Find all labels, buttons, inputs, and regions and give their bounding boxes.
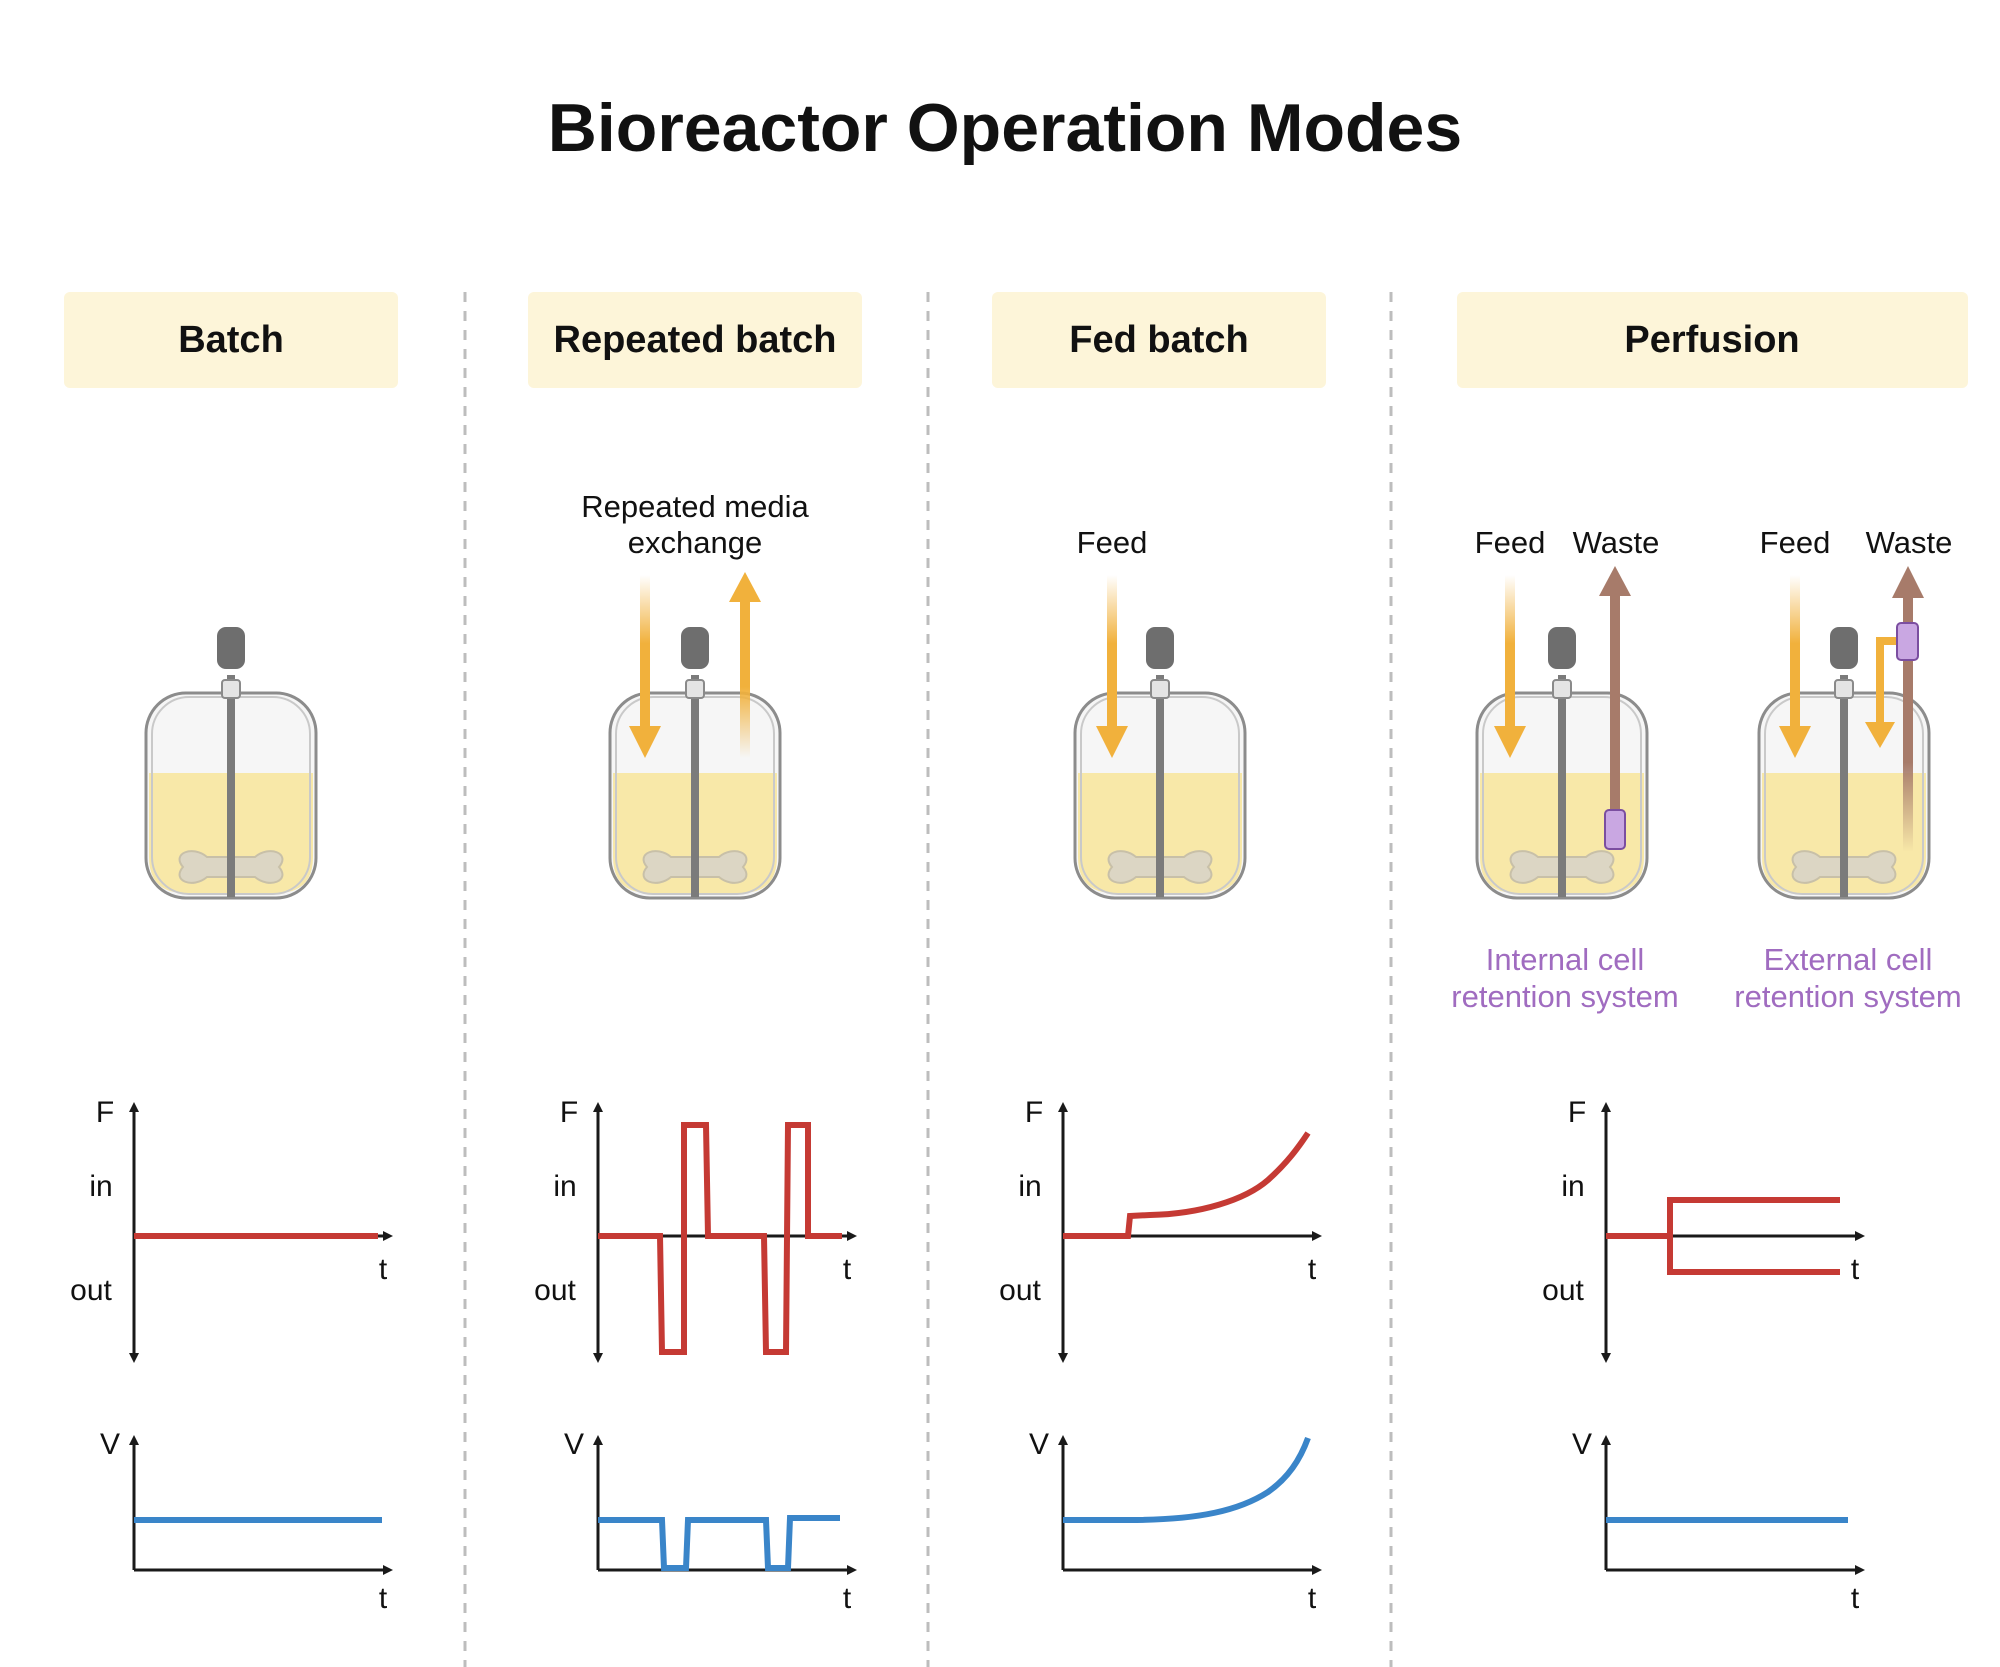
external-retention-label-line1: External cell — [1764, 942, 1933, 977]
volume-chart-batch: V t — [100, 1428, 393, 1615]
flow-in-label: in — [89, 1170, 112, 1203]
external-feed-arrow — [1779, 575, 1811, 758]
internal-retention-device — [1604, 809, 1626, 850]
bioreactor-repeated-batch — [608, 625, 782, 900]
header-repeated-batch-label: Repeated batch — [554, 319, 837, 361]
volume-y-label: V — [1572, 1428, 1592, 1461]
flow-out-label: out — [999, 1274, 1041, 1307]
external-waste-arrow — [1892, 566, 1924, 852]
volume-x-label: t — [1308, 1582, 1317, 1615]
volume-line — [1063, 1436, 1311, 1523]
bioreactor-batch — [144, 625, 318, 900]
repeated-exchange-label-line2: exchange — [628, 525, 762, 560]
flow-line-out — [1667, 1236, 1840, 1275]
perfusion-internal-feed-label: Feed — [1475, 525, 1546, 560]
volume-y-label: V — [100, 1428, 120, 1461]
perfusion-external-waste-label: Waste — [1866, 525, 1953, 560]
header-fed-batch-box — [992, 292, 1326, 388]
internal-feed-arrow — [1494, 575, 1526, 758]
header-perfusion-box — [1457, 292, 1968, 388]
flow-line — [598, 1122, 842, 1355]
header-fed-batch: Fed batch — [992, 292, 1326, 388]
volume-line — [598, 1515, 840, 1571]
flow-line — [1063, 1131, 1311, 1239]
flow-in-label: in — [1561, 1170, 1584, 1203]
volume-chart-repeated-batch: V t — [564, 1428, 857, 1615]
header-fed-batch-label: Fed batch — [1069, 319, 1248, 361]
internal-retention-label-line1: Internal cell — [1486, 942, 1645, 977]
flow-chart-repeated-batch: F in out t — [534, 1096, 857, 1363]
volume-y-label: V — [564, 1428, 584, 1461]
header-perfusion-label: Perfusion — [1624, 319, 1799, 361]
header-perfusion: Perfusion — [1457, 292, 1968, 388]
perfusion-external-feed-label: Feed — [1760, 525, 1831, 560]
media-in-arrow — [629, 575, 661, 758]
perfusion-internal-waste-label: Waste — [1573, 525, 1660, 560]
flow-x-label: t — [1308, 1253, 1317, 1286]
internal-retention-label-line2: retention system — [1451, 979, 1678, 1014]
media-out-arrow — [729, 572, 761, 758]
header-batch-box — [64, 292, 398, 388]
flow-chart-fed-batch: F in out t — [999, 1096, 1322, 1363]
external-retention-label-line2: retention system — [1734, 979, 1961, 1014]
flow-out-label: out — [70, 1274, 112, 1307]
flow-in-label: in — [1018, 1170, 1041, 1203]
flow-y-label: F — [1025, 1096, 1043, 1129]
bioreactor-fed-batch — [1073, 625, 1247, 900]
volume-x-label: t — [379, 1582, 388, 1615]
flow-chart-batch: F in out t — [70, 1096, 393, 1363]
column-dividers — [463, 292, 1393, 1667]
header-repeated-batch-box — [528, 292, 862, 388]
flow-line-in — [1606, 1197, 1840, 1239]
page-title: Bioreactor Operation Modes — [548, 90, 1462, 166]
external-retention-device — [1896, 622, 1919, 661]
flow-chart-perfusion: F in out t — [1542, 1096, 1865, 1363]
fed-batch-feed-label: Feed — [1077, 525, 1148, 560]
volume-x-label: t — [843, 1582, 852, 1615]
flow-y-label: F — [1568, 1096, 1586, 1129]
volume-y-label: V — [1029, 1428, 1049, 1461]
volume-chart-perfusion: V t — [1572, 1428, 1865, 1615]
fed-batch-feed-arrow — [1096, 575, 1128, 758]
volume-x-label: t — [1851, 1582, 1860, 1615]
repeated-exchange-label-line1: Repeated media — [581, 489, 809, 524]
flow-x-label: t — [379, 1253, 388, 1286]
header-batch: Batch — [64, 292, 398, 388]
flow-in-label: in — [553, 1170, 576, 1203]
flow-x-label: t — [1851, 1253, 1860, 1286]
flow-x-label: t — [843, 1253, 852, 1286]
flow-out-label: out — [1542, 1274, 1584, 1307]
flow-y-label: F — [560, 1096, 578, 1129]
header-repeated-batch: Repeated batch — [528, 292, 862, 388]
external-return-line — [1865, 637, 1900, 748]
flow-out-label: out — [534, 1274, 576, 1307]
header-batch-label: Batch — [178, 319, 284, 361]
volume-chart-fed-batch: V t — [1029, 1428, 1322, 1615]
bioreactor-internal-retention — [1475, 625, 1649, 900]
flow-y-label: F — [96, 1096, 114, 1129]
internal-waste-arrow — [1599, 566, 1631, 812]
